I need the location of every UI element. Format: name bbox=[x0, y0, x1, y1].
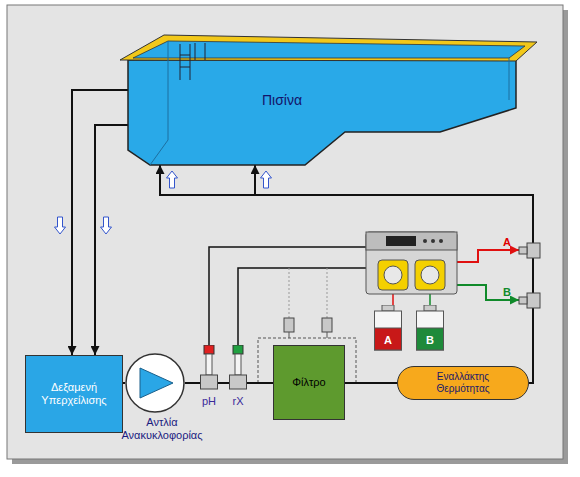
node-text: B bbox=[416, 334, 444, 347]
line-label: B bbox=[503, 286, 511, 298]
controller-display bbox=[386, 236, 416, 246]
pipe-connector bbox=[72, 90, 128, 355]
controller-button bbox=[439, 239, 443, 243]
sensor-drawing bbox=[229, 345, 247, 391]
sensor-drawing bbox=[200, 345, 218, 391]
sensor-stem bbox=[206, 354, 212, 375]
node-text: Φίλτρο bbox=[292, 376, 325, 389]
signal-wire bbox=[209, 247, 366, 345]
controller-button bbox=[423, 239, 427, 243]
flow-arrow bbox=[261, 171, 272, 188]
pipe-connector bbox=[345, 382, 397, 384]
node-text: Πισίνα bbox=[262, 92, 302, 109]
sensor-probe: pH bbox=[200, 345, 218, 391]
node-text: rX bbox=[233, 395, 244, 408]
pipe-connector bbox=[123, 382, 125, 384]
pump-symbol: Αντλία Ανακυκλοφορίας bbox=[125, 353, 185, 413]
pump-head bbox=[378, 260, 408, 290]
pool-wall-line bbox=[150, 41, 509, 165]
controller-top bbox=[366, 232, 457, 250]
dosing-line bbox=[457, 250, 519, 262]
pump-impeller bbox=[140, 368, 173, 398]
sensor-probe: rX bbox=[229, 345, 247, 391]
node-text: Εναλλάκτης Θερμότητας bbox=[423, 371, 503, 395]
controller-body bbox=[366, 232, 457, 294]
pool-water bbox=[128, 60, 516, 165]
sensor-cap bbox=[233, 345, 243, 354]
flow-arrow bbox=[167, 171, 178, 188]
signal-wire bbox=[238, 268, 366, 345]
pump-drawing bbox=[125, 353, 185, 413]
pool-outline bbox=[118, 33, 538, 165]
pool-ladder bbox=[180, 43, 205, 80]
pump-rotor bbox=[421, 266, 439, 284]
chemical-tank: A bbox=[374, 305, 402, 351]
pump-head bbox=[415, 260, 445, 290]
exchanger-box: Εναλλάκτης Θερμότητας bbox=[397, 366, 529, 400]
pump-rotor bbox=[384, 266, 402, 284]
tank-liquid bbox=[417, 328, 444, 350]
pool-rim bbox=[120, 35, 537, 61]
tank-cap bbox=[424, 305, 436, 311]
dotted-line bbox=[289, 266, 327, 318]
injection-valve bbox=[527, 293, 540, 308]
sensor-cap bbox=[204, 345, 214, 354]
tank-cap bbox=[382, 305, 394, 311]
panel bbox=[7, 5, 563, 459]
tank-box: Δεξαμενή Υπερχείλισης bbox=[25, 355, 123, 433]
valve-stem bbox=[289, 332, 327, 338]
flow-arrow bbox=[101, 217, 112, 234]
pipe-connector bbox=[185, 382, 200, 384]
pipe-connector bbox=[95, 125, 128, 355]
node-text: Αντλία Ανακυκλοφορίας bbox=[117, 416, 207, 442]
tank-body bbox=[417, 311, 444, 350]
controller-button bbox=[431, 239, 435, 243]
dosing-line bbox=[457, 285, 519, 300]
pump-casing bbox=[126, 354, 184, 412]
node-text: A bbox=[374, 334, 402, 347]
tank-body bbox=[375, 311, 402, 350]
node-text: Δεξαμενή Υπερχείλισης bbox=[31, 381, 117, 407]
flow-arrow bbox=[55, 217, 66, 234]
pipe-connector bbox=[160, 165, 533, 383]
pool: Πισίνα bbox=[118, 33, 538, 165]
valve-symbol bbox=[322, 318, 332, 332]
sensor-stem bbox=[235, 354, 241, 375]
injection-nozzle bbox=[519, 247, 527, 254]
pipe-connector bbox=[218, 382, 229, 384]
chemical-tank: B bbox=[416, 305, 444, 351]
node-text: pH bbox=[202, 395, 216, 408]
sensor-fitting bbox=[201, 375, 218, 389]
pipe-connector bbox=[247, 382, 273, 384]
line-label: A bbox=[503, 236, 511, 248]
injection-nozzle bbox=[519, 297, 527, 304]
valve-symbol bbox=[284, 318, 294, 332]
filter-box: Φίλτρο bbox=[273, 345, 345, 420]
tank-liquid bbox=[375, 328, 402, 350]
injection-valve bbox=[527, 243, 540, 258]
sensor-fitting bbox=[230, 375, 247, 389]
pool-surface bbox=[133, 41, 525, 58]
